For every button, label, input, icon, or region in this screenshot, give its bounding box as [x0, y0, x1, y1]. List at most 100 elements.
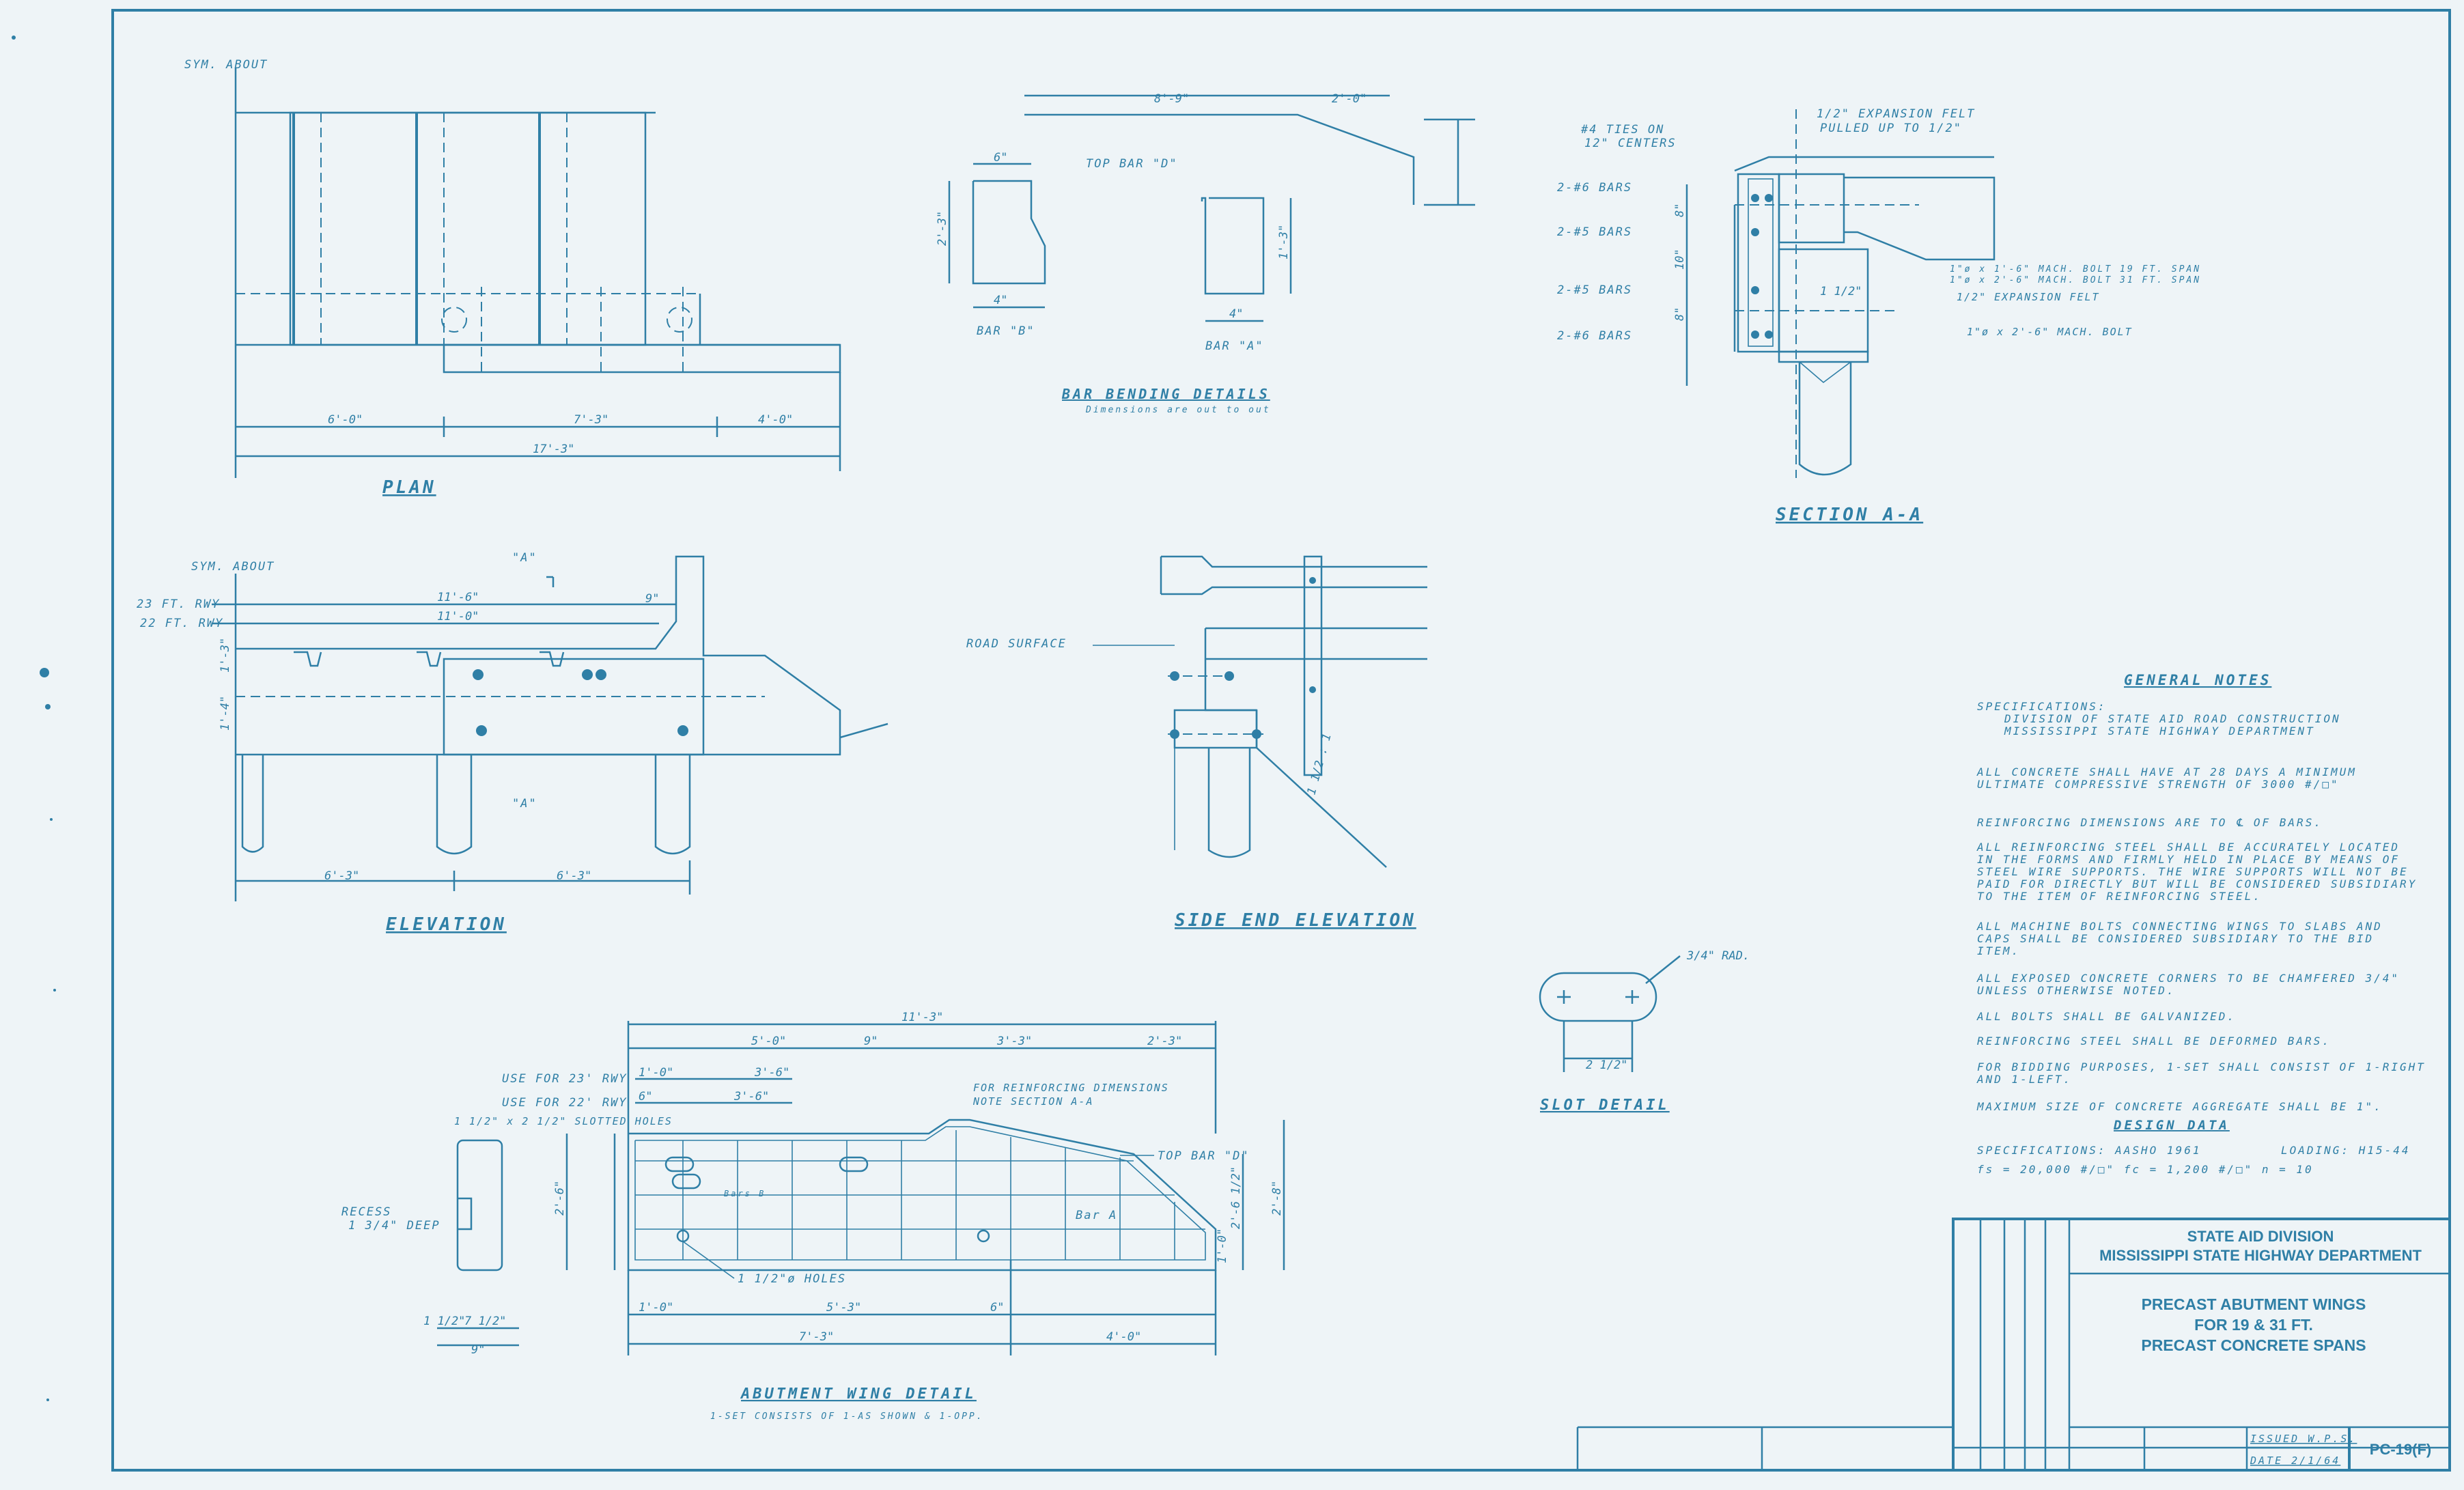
- elev-dim-14: 1'-4": [219, 696, 232, 731]
- bar-b-dim-height: 2'-3": [936, 211, 949, 246]
- note-line-14: ALL EXPOSED CONCRETE CORNERS TO BE CHAMF…: [1976, 972, 2400, 985]
- plan-dim-1: 6'-0": [328, 413, 363, 427]
- note-line-4: ULTIMATE COMPRESSIVE STRENGTH OF 3000 #/…: [1977, 778, 2340, 791]
- plan-view: SYM. ABOUT 6'-0" 7'-3" 4'-0" 17'-3" PLAN: [184, 58, 841, 498]
- wing-dim-33: 3'-3": [996, 1035, 1032, 1048]
- plan-dim-2: 7'-3": [574, 413, 608, 427]
- wing-dim-28: 2'-8": [1270, 1181, 1284, 1215]
- design-stresses: fs = 20,000 #/□" fc = 1,200 #/□" n = 10: [1977, 1163, 2314, 1176]
- general-notes: GENERAL NOTES SPECIFICATIONS: DIVISION O…: [1976, 672, 2426, 1176]
- sec-dim-10: 10": [1673, 249, 1687, 270]
- tb-division: STATE AID DIVISION: [2187, 1228, 2334, 1245]
- wing-subtitle: 1-SET CONSISTS OF 1-AS SHOWN & 1-OPP.: [710, 1411, 984, 1422]
- wing-dim-36b: 3'-6": [733, 1090, 769, 1104]
- tb-title-2: FOR 19 & 31 FT.: [2194, 1316, 2313, 1334]
- note-line-5: REINFORCING DIMENSIONS ARE TO ℄ OF BARS.: [1977, 816, 2323, 829]
- bar-b-label: BAR "B": [977, 324, 1035, 338]
- plan-dim-3: 4'-0": [758, 413, 793, 427]
- section-aa: #4 TIES ON 12" CENTERS 1/2" EXPANSION FE…: [1557, 107, 2201, 525]
- wing-dim-113: 11'-3": [901, 1011, 943, 1024]
- slot-rad-label: 3/4" RAD.: [1686, 949, 1750, 963]
- bar-dim-89: 8'-9": [1154, 92, 1189, 106]
- wing-dim-9: 9": [471, 1343, 485, 1357]
- general-notes-title: GENERAL NOTES: [2124, 672, 2271, 688]
- elev-dim-110: 11'-0": [437, 610, 479, 623]
- bar-a-dim-bottom: 4": [1229, 307, 1243, 321]
- elevation-view: SYM. ABOUT 23 FT. RWY 22 FT. RWY 11'-6" …: [137, 551, 888, 935]
- tb-department: MISSISSIPPI STATE HIGHWAY DEPARTMENT: [2099, 1247, 2422, 1264]
- wing-dim-40: 4'-0": [1106, 1330, 1141, 1344]
- wing-dim-10b: 1'-0": [1216, 1228, 1229, 1263]
- note-line-6: ALL REINFORCING STEEL SHALL BE ACCURATEL…: [1976, 841, 2400, 854]
- elevation-title: ELEVATION: [386, 914, 507, 935]
- slope-label: 1 1/2 : 1: [1305, 732, 1334, 796]
- wing-recess: RECESS: [341, 1205, 391, 1219]
- title-block: STATE AID DIVISION MISSISSIPPI STATE HIG…: [1576, 1218, 2451, 1472]
- wing-dim-6b: 6": [990, 1301, 1004, 1315]
- wing-dim-73: 7'-3": [799, 1330, 834, 1344]
- bar-bending-details: 8'-9" 2'-0" TOP BAR "D" 6" 4" 2'-3" BAR …: [936, 92, 1475, 415]
- elev-section-a-bottom: "A": [512, 797, 537, 811]
- plan-sym-label: SYM. ABOUT: [184, 58, 268, 72]
- bar-a-label: BAR "A": [1205, 339, 1264, 353]
- wing-dim-23: 2'-3": [1147, 1035, 1182, 1048]
- wing-use-23: USE FOR 23' RWY: [502, 1072, 628, 1086]
- elev-dim-116: 11'-6": [437, 591, 479, 604]
- note-line-1: DIVISION OF STATE AID ROAD CONSTRUCTION: [2004, 712, 2341, 725]
- note-line-20: MAXIMUM SIZE OF CONCRETE AGGREGATE SHALL…: [1976, 1100, 2383, 1113]
- wing-holes: 1 1/2"ø HOLES: [738, 1272, 846, 1286]
- sec-label-bars-2: 2-#5 BARS: [1557, 225, 1632, 239]
- tb-issued: ISSUED W.P.S.: [2250, 1433, 2357, 1445]
- sec-label-centers: 12" CENTERS: [1584, 137, 1677, 150]
- sec-label-ties: #4 TIES ON: [1580, 123, 1664, 137]
- wing-dim-9a: 9": [864, 1035, 878, 1048]
- bar-bending-subtitle: Dimensions are out to out: [1085, 405, 1271, 415]
- design-loading: LOADING: H15-44: [2281, 1144, 2411, 1157]
- sec-dim-8: 8": [1673, 203, 1687, 217]
- plan-title: PLAN: [382, 477, 436, 498]
- elev-sym-label: SYM. ABOUT: [191, 560, 275, 574]
- elev-dim-63a: 6'-3": [324, 869, 359, 883]
- wing-slotted-holes: 1 1/2" x 2 1/2" SLOTTED HOLES: [454, 1115, 673, 1127]
- slot-title: SLOT DETAIL: [1540, 1097, 1670, 1114]
- tb-title-1: PRECAST ABUTMENT WINGS: [2142, 1295, 2366, 1313]
- wing-recess-depth: 1 3/4" DEEP: [348, 1219, 440, 1233]
- note-line-3: ALL CONCRETE SHALL HAVE AT 28 DAYS A MIN…: [1976, 765, 2357, 778]
- top-bar-d-label: TOP BAR "D": [1086, 157, 1178, 171]
- sec-label-bars-1: 2-#6 BARS: [1557, 181, 1632, 195]
- sec-label-bolt-2: 1"ø x 2'-6" MACH. BOLT: [1967, 326, 2133, 338]
- elev-section-a-top: "A": [512, 551, 537, 565]
- slot-dim-label: 2 1/2": [1586, 1058, 1627, 1072]
- elev-dim-9: 9": [645, 592, 659, 606]
- note-line-19: AND 1-LEFT.: [1976, 1073, 2072, 1086]
- wing-title: ABUTMENT WING DETAIL: [740, 1386, 977, 1403]
- sec-dim-1-1-2: 1 1/2": [1820, 285, 1862, 298]
- note-line-17: REINFORCING STEEL SHALL BE DEFORMED BARS…: [1977, 1035, 2331, 1048]
- wing-dim-10c: 1'-0": [639, 1301, 673, 1315]
- road-surface-label: ROAD SURFACE: [966, 637, 1067, 651]
- abutment-wing-detail: RECESS 1 3/4" DEEP 1 1/2" 7 1/2" 9" Bars…: [341, 1011, 1285, 1422]
- sec-label-felt-2: 1/2" EXPANSION FELT: [1957, 291, 2100, 303]
- note-line-16: ALL BOLTS SHALL BE GALVANIZED.: [1976, 1010, 2236, 1023]
- note-line-8: STEEL WIRE SUPPORTS. THE WIRE SUPPORTS W…: [1977, 865, 2409, 878]
- elev-dim-13: 1'-3": [219, 638, 232, 673]
- elev-dim-63b: 6'-3": [557, 869, 591, 883]
- note-line-15: UNLESS OTHERWISE NOTED.: [1977, 984, 2176, 997]
- sec-label-felt: 1/2" EXPANSION FELT: [1817, 107, 1975, 121]
- wing-dim-50: 5'-0": [751, 1035, 786, 1048]
- note-line-18: FOR BIDDING PURPOSES, 1-SET SHALL CONSIS…: [1977, 1060, 2426, 1073]
- wing-dim-6a: 6": [639, 1090, 652, 1104]
- sec-label-bolt-31: 1"ø x 2'-6" MACH. BOLT 31 FT. SPAN: [1950, 275, 2201, 285]
- design-specs: SPECIFICATIONS: AASHO 1961: [1977, 1144, 2201, 1157]
- note-line-9: PAID FOR DIRECTLY BUT WILL BE CONSIDERED…: [1977, 877, 2417, 890]
- note-line-2: MISSISSIPPI STATE HIGHWAY DEPARTMENT: [2004, 725, 2315, 737]
- sheet-border: [111, 9, 2451, 1472]
- wing-dim-265: 2'-6 1/2": [1229, 1166, 1243, 1229]
- side-end-elevation: ROAD SURFACE 1 1/2 : 1 SIDE END ELEVATIO…: [966, 555, 1427, 931]
- wing-dim-36a: 3'-6": [754, 1066, 789, 1080]
- section-aa-title: SECTION A-A: [1776, 505, 1923, 525]
- wing-dim-1-5: 1 1/2": [423, 1315, 465, 1328]
- bar-b-dim-bottom: 4": [994, 294, 1007, 307]
